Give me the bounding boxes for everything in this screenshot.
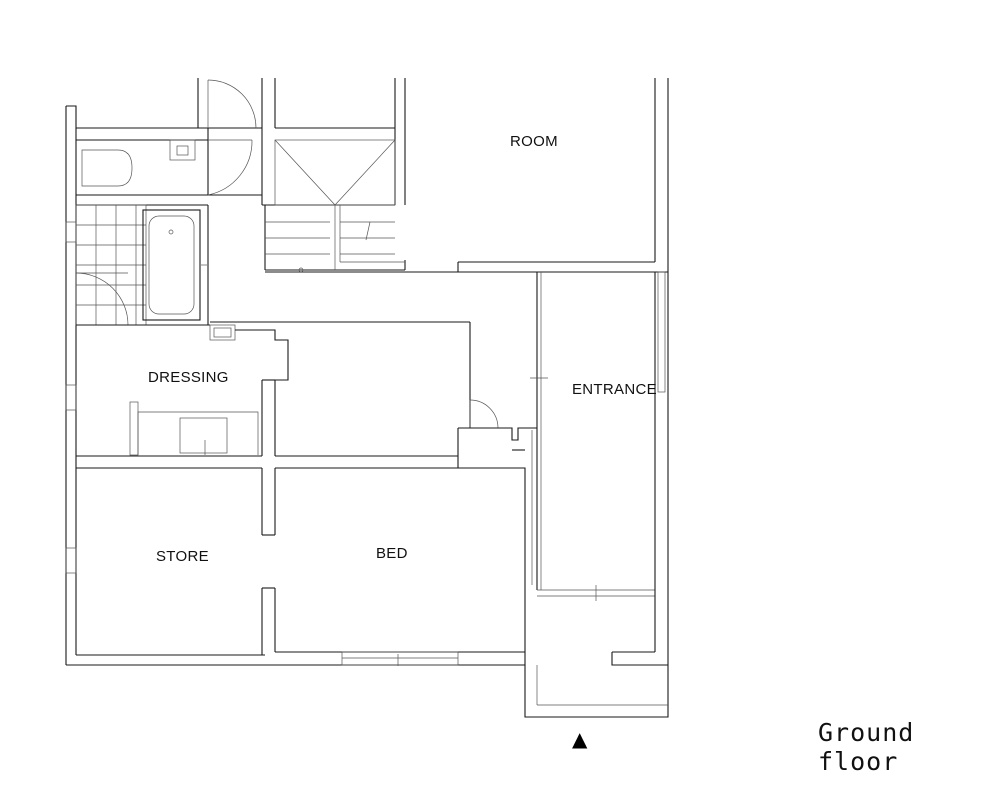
hall-door [275,322,537,665]
room-label-bed: BED [376,545,408,562]
dressing-room [76,321,470,469]
room-walls [265,78,669,273]
west-wall [65,105,525,666]
room-label-entrance: ENTRANCE [572,381,657,398]
bathroom [75,204,210,326]
store-bed-partition [261,468,525,666]
room-label-room: ROOM [510,133,558,150]
stair-walls [197,78,406,271]
entrance [524,271,669,718]
door-top [207,79,257,129]
entry-arrow-icon: ▲ [572,727,588,751]
stairs [265,139,405,273]
room-label-store: STORE [156,548,209,565]
room-label-dressing: DRESSING [148,369,229,386]
floor-caption: Ground floor [818,718,915,776]
